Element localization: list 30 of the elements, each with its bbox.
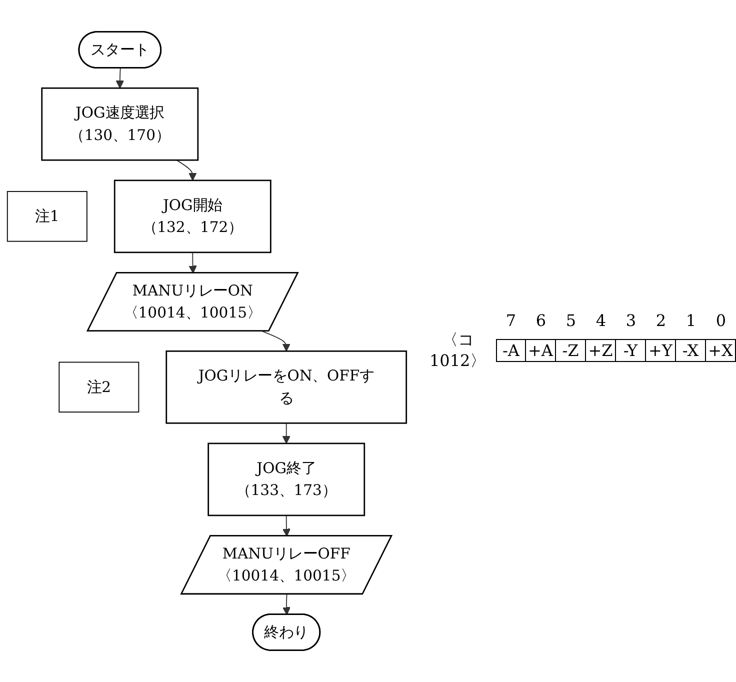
bit-number: 2 (654, 310, 668, 330)
register-cell: +Z (586, 339, 616, 362)
node-box: JOGリレーをON、OFFする (166, 350, 408, 424)
register-cell: -A (496, 339, 526, 362)
register-cell: -Y (616, 339, 646, 362)
register-cell: +A (526, 339, 556, 362)
arrow (116, 68, 124, 88)
bit-number: 7 (504, 310, 518, 330)
register-cell: +Y (646, 339, 676, 362)
bit-number: 3 (624, 310, 638, 330)
arrow (188, 252, 197, 274)
node-box: JOG開始 （132、172） (114, 180, 272, 254)
node-box: JOG終了 （133、173） (208, 442, 366, 516)
arrow (282, 594, 291, 616)
bit-number: 0 (714, 310, 728, 330)
bit-number: 1 (684, 310, 698, 330)
arrow (282, 422, 290, 444)
register-cell: -X (676, 339, 706, 362)
bit-number: 4 (594, 310, 608, 330)
arrow (282, 514, 291, 537)
bit-number: 6 (534, 310, 548, 330)
node-box: 注1 (6, 191, 88, 242)
node-box: JOG速度選択 （130、170） (41, 87, 199, 161)
register-cell: +X (706, 339, 736, 362)
arrow (176, 160, 197, 181)
register-address: 〈コ1012〉 (428, 330, 488, 372)
arrow (262, 330, 290, 352)
bit-number: 5 (564, 310, 578, 330)
register-cell: -Z (556, 339, 586, 362)
node-box: 注2 (58, 362, 140, 413)
